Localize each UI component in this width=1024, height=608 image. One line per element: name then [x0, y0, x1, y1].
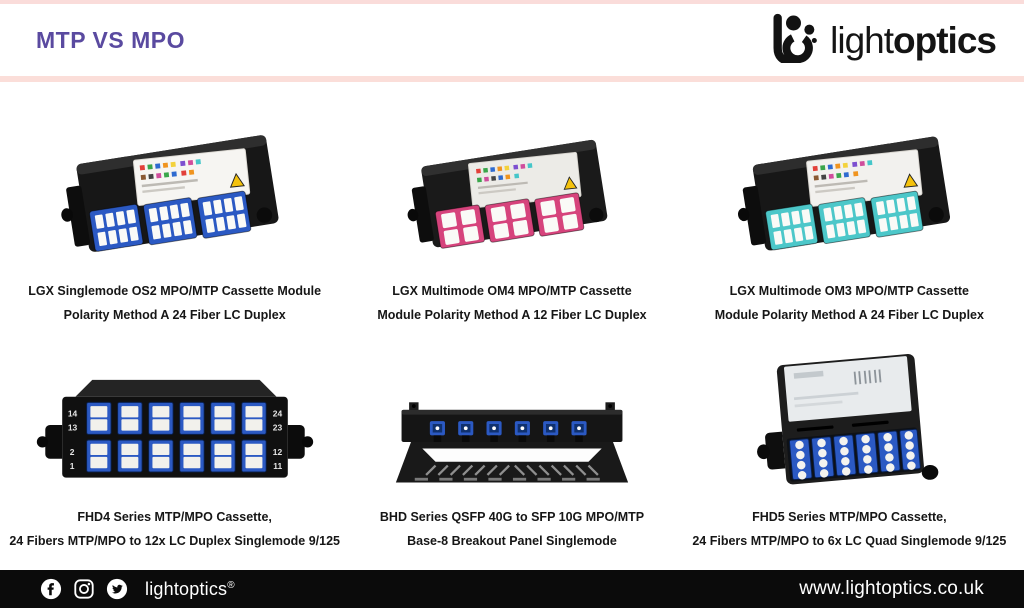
svg-text:24: 24	[272, 408, 282, 418]
product-caption: LGX Multimode OM4 MPO/MTP Cassette Modul…	[377, 282, 646, 324]
svg-text:14: 14	[67, 408, 77, 418]
logo-text-optics: optics	[893, 19, 997, 61]
product-image-fhd4: 14 13 2 1 24 23 12 11	[34, 348, 316, 496]
footer-social-group: lightoptics®	[40, 578, 235, 600]
footer-brand-text: lightoptics	[145, 578, 228, 599]
logo-text-light: light	[830, 19, 894, 61]
product-card-lgx-os2[interactable]: LGX Singlemode OS2 MPO/MTP Cassette Modu…	[8, 112, 341, 324]
svg-text:13: 13	[67, 423, 77, 433]
caption-line-1: FHD4 Series MTP/MPO Cassette,	[77, 510, 272, 524]
caption-line-1: FHD5 Series MTP/MPO Cassette,	[752, 510, 947, 524]
product-image-lgx-om3	[726, 112, 972, 270]
registered-mark: ®	[227, 579, 235, 591]
product-card-lgx-om3[interactable]: LGX Multimode OM3 MPO/MTP Cassette Modul…	[683, 112, 1016, 324]
caption-line-1: LGX Multimode OM4 MPO/MTP Cassette	[392, 284, 632, 298]
product-caption: FHD4 Series MTP/MPO Cassette, 24 Fibers …	[9, 508, 340, 550]
product-caption: FHD5 Series MTP/MPO Cassette, 24 Fibers …	[692, 508, 1006, 550]
page-title: MTP VS MPO	[36, 26, 185, 53]
products-row-2: 14 13 2 1 24 23 12 11	[8, 348, 1016, 550]
svg-text:11: 11	[273, 461, 282, 471]
svg-text:1: 1	[69, 461, 74, 471]
product-card-bhd[interactable]: BHD Series QSFP 40G to SFP 10G MPO/MTP B…	[345, 348, 678, 550]
product-card-fhd4[interactable]: 14 13 2 1 24 23 12 11	[8, 348, 341, 550]
product-image-bhd	[394, 348, 630, 496]
caption-line-1: LGX Singlemode OS2 MPO/MTP Cassette Modu…	[28, 284, 322, 298]
logo-text: lightoptics	[830, 19, 997, 61]
product-caption: LGX Multimode OM3 MPO/MTP Cassette Modul…	[715, 282, 984, 324]
top-pink-strip	[0, 0, 1024, 4]
caption-line-2: 24 Fibers MTP/MPO to 6x LC Quad Singlemo…	[692, 534, 1007, 548]
header: MTP VS MPO lightoptics	[0, 4, 1024, 76]
product-caption: LGX Singlemode OS2 MPO/MTP Cassette Modu…	[28, 282, 321, 324]
product-image-lgx-os2	[49, 112, 301, 270]
caption-line-2: 24 Fibers MTP/MPO to 12x LC Duplex Singl…	[9, 534, 340, 548]
main-content: LGX Singlemode OS2 MPO/MTP Cassette Modu…	[0, 82, 1024, 570]
product-card-lgx-om4[interactable]: LGX Multimode OM4 MPO/MTP Cassette Modul…	[345, 112, 678, 324]
footer-brand: lightoptics®	[145, 579, 235, 600]
caption-line-2: Polarity Method A 24 Fiber LC Duplex	[63, 308, 286, 322]
header-divider	[0, 76, 1024, 82]
svg-text:23: 23	[272, 423, 282, 433]
products-row-1: LGX Singlemode OS2 MPO/MTP Cassette Modu…	[8, 112, 1016, 324]
instagram-icon[interactable]	[73, 578, 95, 600]
caption-line-2: Module Polarity Method A 24 Fiber LC Dup…	[714, 308, 984, 322]
footer-website-link[interactable]: www.lightoptics.co.uk	[799, 578, 984, 599]
svg-text:2: 2	[69, 447, 74, 457]
lightoptics-logo-icon	[768, 13, 824, 68]
product-caption: BHD Series QSFP 40G to SFP 10G MPO/MTP B…	[380, 508, 644, 550]
twitter-icon[interactable]	[106, 578, 128, 600]
caption-line-1: BHD Series QSFP 40G to SFP 10G MPO/MTP	[379, 510, 645, 524]
footer: lightoptics® www.lightoptics.co.uk	[0, 570, 1024, 608]
product-image-lgx-om4	[396, 112, 628, 270]
caption-line-2: Base-8 Breakout Panel Singlemode	[407, 534, 617, 548]
facebook-icon[interactable]	[40, 578, 62, 600]
caption-line-1: LGX Multimode OM3 MPO/MTP Cassette	[729, 284, 970, 298]
brand-logo[interactable]: lightoptics	[768, 13, 997, 68]
svg-text:12: 12	[272, 447, 282, 457]
caption-line-2: Module Polarity Method A 12 Fiber LC Dup…	[377, 308, 647, 322]
product-image-fhd5	[743, 348, 955, 496]
product-card-fhd5[interactable]: FHD5 Series MTP/MPO Cassette, 24 Fibers …	[683, 348, 1016, 550]
